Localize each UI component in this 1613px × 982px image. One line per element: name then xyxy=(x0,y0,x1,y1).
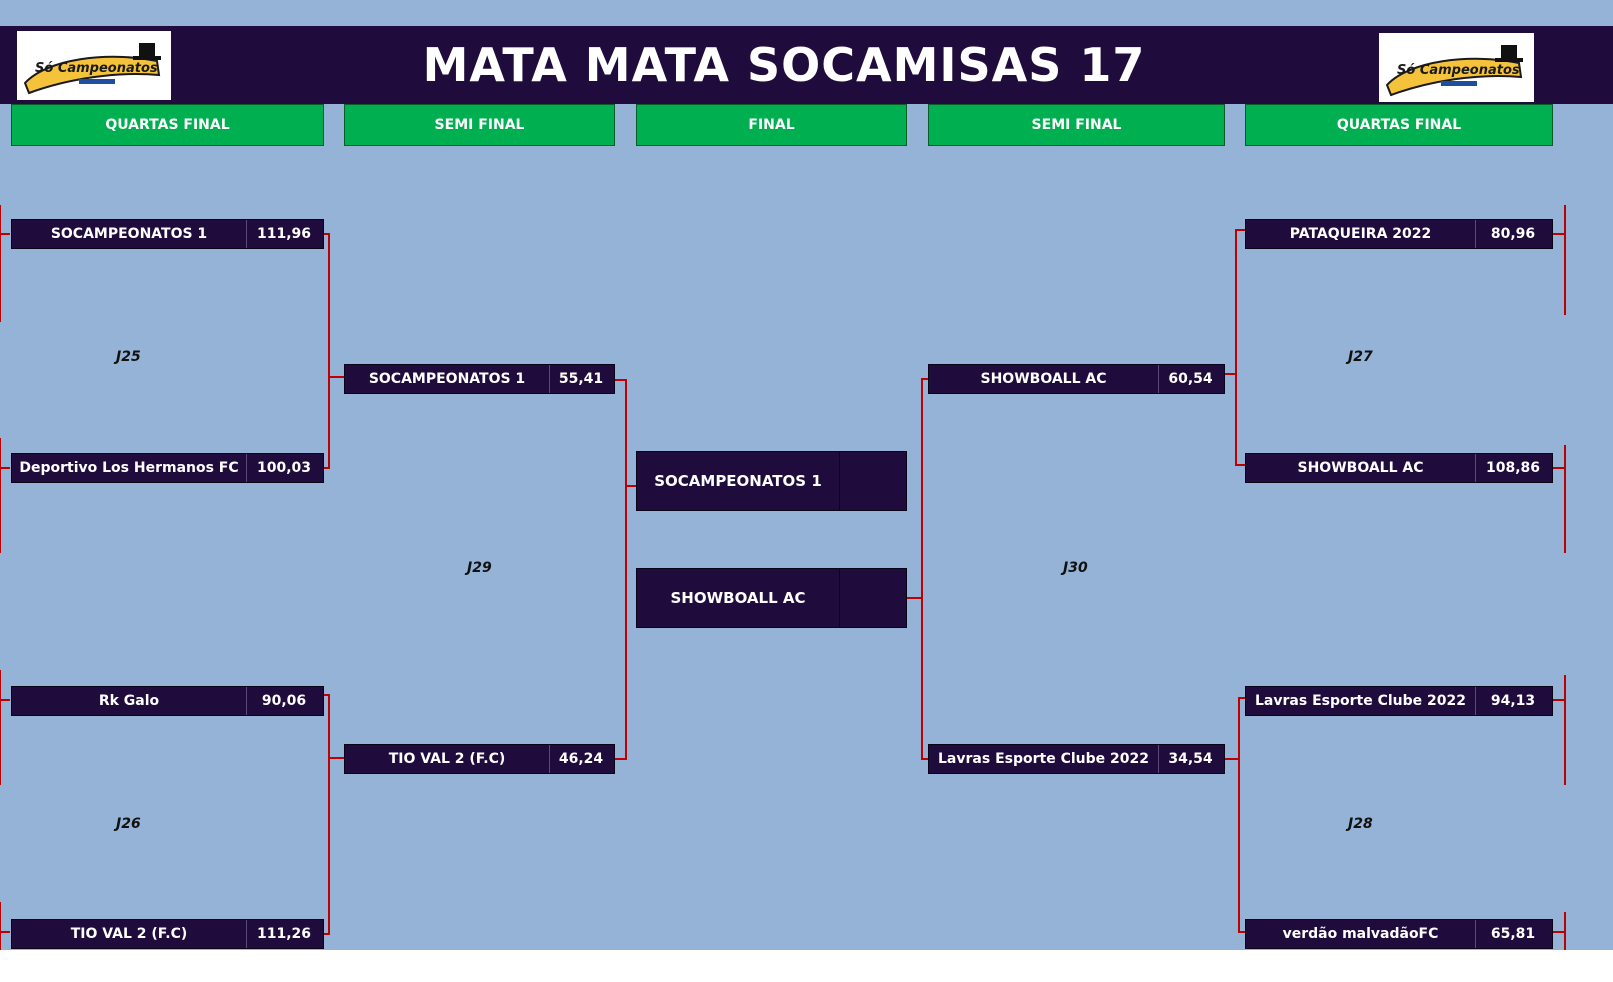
stage-header-right-semi: SEMI FINAL xyxy=(928,104,1225,146)
team-name: Deportivo Los Hermanos FC xyxy=(12,454,247,482)
match-label-j25: J25 xyxy=(116,349,141,365)
stage-header-right-quarter: QUARTAS FINAL xyxy=(1245,104,1553,146)
team-slot-j30-2[interactable]: Lavras Esporte Clube 2022 34,54 xyxy=(928,744,1225,774)
sheet-bottom-strip xyxy=(0,950,1613,982)
team-name: TIO VAL 2 (F.C) xyxy=(12,920,247,948)
team-name: Lavras Esporte Clube 2022 xyxy=(929,745,1159,773)
team-slot-j27-2[interactable]: SHOWBOALL AC 108,86 xyxy=(1245,453,1553,483)
match-label-j26: J26 xyxy=(116,816,141,832)
team-name: SOCAMPEONATOS 1 xyxy=(637,452,840,510)
team-name: verdão malvadãoFC xyxy=(1246,920,1476,948)
team-slot-j28-1[interactable]: Lavras Esporte Clube 2022 94,13 xyxy=(1245,686,1553,716)
stage-header-left-semi: SEMI FINAL xyxy=(344,104,615,146)
team-score: 111,26 xyxy=(256,926,312,942)
team-score: 80,96 xyxy=(1490,226,1536,242)
team-name: Lavras Esporte Clube 2022 xyxy=(1246,687,1476,715)
final-slot-1[interactable]: SOCAMPEONATOS 1 xyxy=(636,451,907,511)
team-name: TIO VAL 2 (F.C) xyxy=(345,745,550,773)
match-label-j28: J28 xyxy=(1348,816,1373,832)
team-score: 60,54 xyxy=(1168,371,1213,387)
stage-header-final: FINAL xyxy=(636,104,907,146)
team-slot-j30-1[interactable]: SHOWBOALL AC 60,54 xyxy=(928,364,1225,394)
team-score xyxy=(838,569,906,627)
team-slot-j25-1[interactable]: SOCAMPEONATOS 1 111,96 xyxy=(11,219,324,249)
team-slot-j29-1[interactable]: SOCAMPEONATOS 1 55,41 xyxy=(344,364,615,394)
team-score: 108,86 xyxy=(1485,460,1541,476)
final-slot-2[interactable]: SHOWBOALL AC xyxy=(636,568,907,628)
team-name: SHOWBOALL AC xyxy=(637,569,840,627)
team-score: 46,24 xyxy=(558,751,604,767)
page-title: MATA MATA SOCAMISAS 17 xyxy=(422,38,1146,92)
logo-text: Só Campeonatos xyxy=(35,61,158,76)
team-score xyxy=(838,452,906,510)
match-label-j27: J27 xyxy=(1348,349,1373,365)
team-score: 90,06 xyxy=(261,693,307,709)
logo-left: Só Campeonatos xyxy=(17,31,171,100)
logo-right: Só Campeonatos xyxy=(1379,33,1534,102)
match-label-j30: J30 xyxy=(1063,560,1088,576)
team-name: Rk Galo xyxy=(12,687,247,715)
team-score: 34,54 xyxy=(1168,751,1213,767)
team-score: 55,41 xyxy=(558,371,604,387)
team-slot-j25-2[interactable]: Deportivo Los Hermanos FC 100,03 xyxy=(11,453,324,483)
team-slot-j28-2[interactable]: verdão malvadãoFC 65,81 xyxy=(1245,919,1553,949)
team-slot-j26-1[interactable]: Rk Galo 90,06 xyxy=(11,686,324,716)
team-slot-j27-1[interactable]: PATAQUEIRA 2022 80,96 xyxy=(1245,219,1553,249)
logo-text: Só Campeonatos xyxy=(1397,63,1520,78)
team-name: SHOWBOALL AC xyxy=(1246,454,1476,482)
team-name: SHOWBOALL AC xyxy=(929,365,1159,393)
team-name: PATAQUEIRA 2022 xyxy=(1246,220,1476,248)
header-bar xyxy=(0,26,1613,104)
team-score: 94,13 xyxy=(1490,693,1536,709)
match-label-j29: J29 xyxy=(467,560,492,576)
team-score: 100,03 xyxy=(256,460,312,476)
team-slot-j26-2[interactable]: TIO VAL 2 (F.C) 111,26 xyxy=(11,919,324,949)
team-name: SOCAMPEONATOS 1 xyxy=(345,365,550,393)
stage-header-left-quarter: QUARTAS FINAL xyxy=(11,104,324,146)
team-slot-j29-2[interactable]: TIO VAL 2 (F.C) 46,24 xyxy=(344,744,615,774)
team-name: SOCAMPEONATOS 1 xyxy=(12,220,247,248)
team-score: 111,96 xyxy=(256,226,312,242)
team-score: 65,81 xyxy=(1490,926,1536,942)
